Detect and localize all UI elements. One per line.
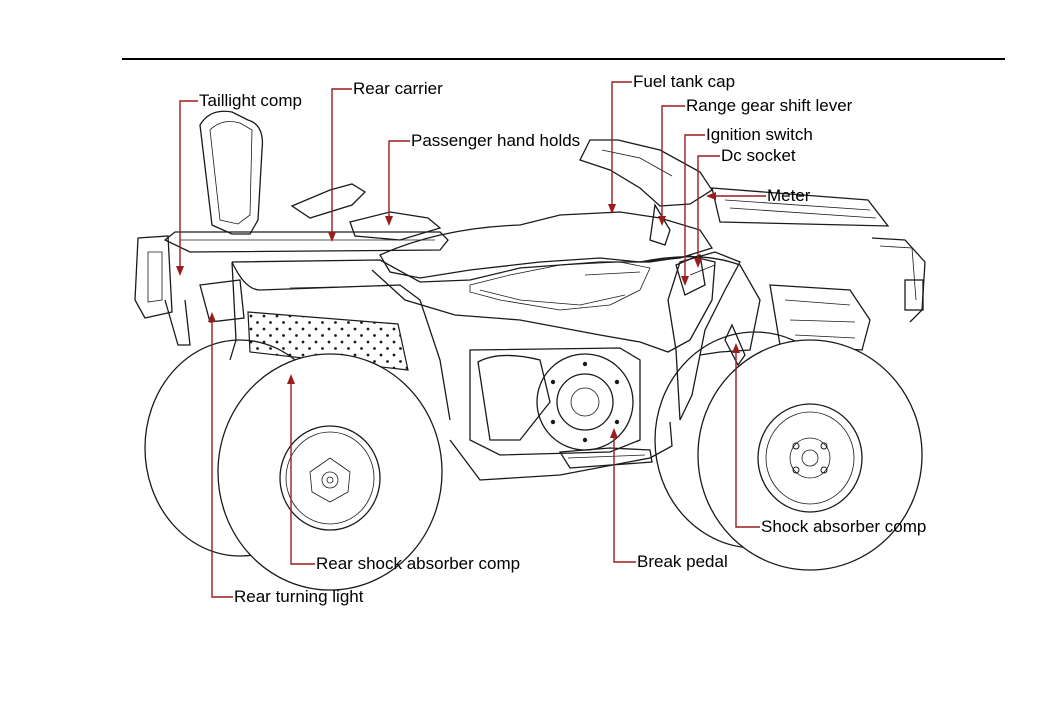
label-break-pedal: Break pedal [637, 552, 728, 572]
label-taillight-comp: Taillight comp [199, 91, 302, 111]
label-rear-shock-absorber-comp: Rear shock absorber comp [316, 554, 520, 574]
label-range-gear-shift-lever: Range gear shift lever [686, 96, 852, 116]
label-shock-absorber-comp: Shock absorber comp [761, 517, 926, 537]
label-dc-socket: Dc socket [721, 146, 796, 166]
label-passenger-hand-holds: Passenger hand holds [411, 131, 580, 151]
label-ignition-switch: Ignition switch [706, 125, 813, 145]
label-rear-carrier: Rear carrier [353, 79, 443, 99]
label-meter: Meter [767, 186, 810, 206]
label-fuel-tank-cap: Fuel tank cap [633, 72, 735, 92]
floorboard [450, 422, 672, 480]
label-rear-turning-light: Rear turning light [234, 587, 363, 607]
rear-assembly [135, 111, 448, 345]
front-rack [712, 188, 925, 322]
